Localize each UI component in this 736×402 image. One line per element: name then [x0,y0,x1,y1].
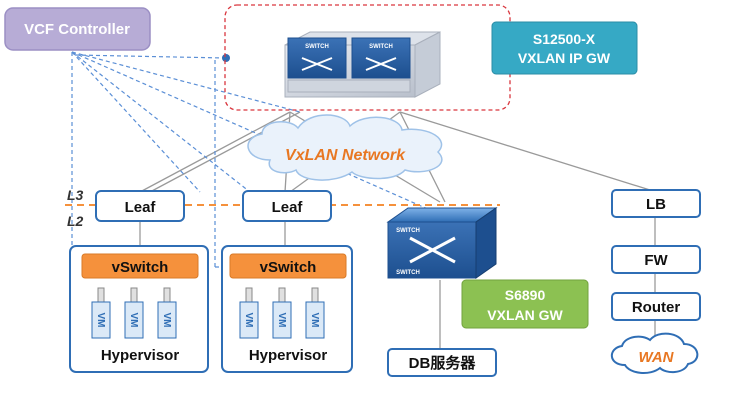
hypervisor-2-label: Hypervisor [249,347,328,364]
core-switch-icon[interactable]: SWITCH SWITCH [284,31,441,98]
l2-label: L2 [67,213,84,229]
wan-cloud[interactable]: WAN [610,332,699,374]
gw-switch-icon[interactable]: SWITCH SWITCH [386,207,498,279]
vm-1-1: VM [95,313,106,328]
core-switch-text-1: SWITCH [305,44,329,50]
leaf-1[interactable]: Leaf [95,190,185,222]
leaf-1-label: Leaf [125,199,157,216]
db-server[interactable]: DB服务器 [387,348,497,377]
vm-1-3: VM [161,313,172,328]
controller-label: VCF Controller [24,21,130,38]
gw-label-1: S6890 [505,287,546,303]
l3-label: L3 [67,187,84,203]
wan-label: WAN [639,349,675,366]
vswitch-2-label: vSwitch [260,259,317,276]
core-switch-text-2: SWITCH [369,44,393,50]
fw-box[interactable]: FW [611,245,701,274]
host-1[interactable]: vSwitch VM VM VM Hypervisor [69,245,209,373]
vm-2-1: VM [243,313,254,328]
vcf-controller[interactable]: VCF Controller [4,7,151,51]
vm-group-2: VM VM VM [239,287,325,339]
core-gw-label-box: S12500-X VXLAN IP GW [491,21,638,75]
gw-switch-text-2: SWITCH [396,270,420,276]
hypervisor-1-label: Hypervisor [101,347,180,364]
vm-1-2: VM [128,313,139,328]
link-dot-core [222,54,230,62]
gw-switch-text-1: SWITCH [396,228,420,234]
leaf-2[interactable]: Leaf [242,190,332,222]
router-label: Router [632,299,680,316]
db-label: DB服务器 [409,354,477,372]
controller-links [71,51,431,268]
vswitch-1-label: vSwitch [112,259,169,276]
core-label-1: S12500-X [533,31,596,47]
lb-label: LB [646,196,666,213]
fw-label: FW [644,252,668,269]
lb-box[interactable]: LB [611,189,701,218]
vm-2-3: VM [309,313,320,328]
gw-label-box: S6890 VXLAN GW [461,279,589,329]
network-label: VxLAN Network [285,147,406,164]
gw-label-2: VXLAN GW [487,307,563,323]
vxlan-network-cloud: VxLAN Network [247,114,443,181]
router-box[interactable]: Router [611,292,701,321]
vswitch-1[interactable] [81,253,199,279]
vswitch-2[interactable] [229,253,347,279]
vm-2-2: VM [276,313,287,328]
core-label-2: VXLAN IP GW [518,50,611,66]
vm-group-1: VM VM VM [91,287,177,339]
host-2[interactable]: vSwitch VM VM VM Hypervisor [221,245,353,373]
leaf-2-label: Leaf [272,199,304,216]
